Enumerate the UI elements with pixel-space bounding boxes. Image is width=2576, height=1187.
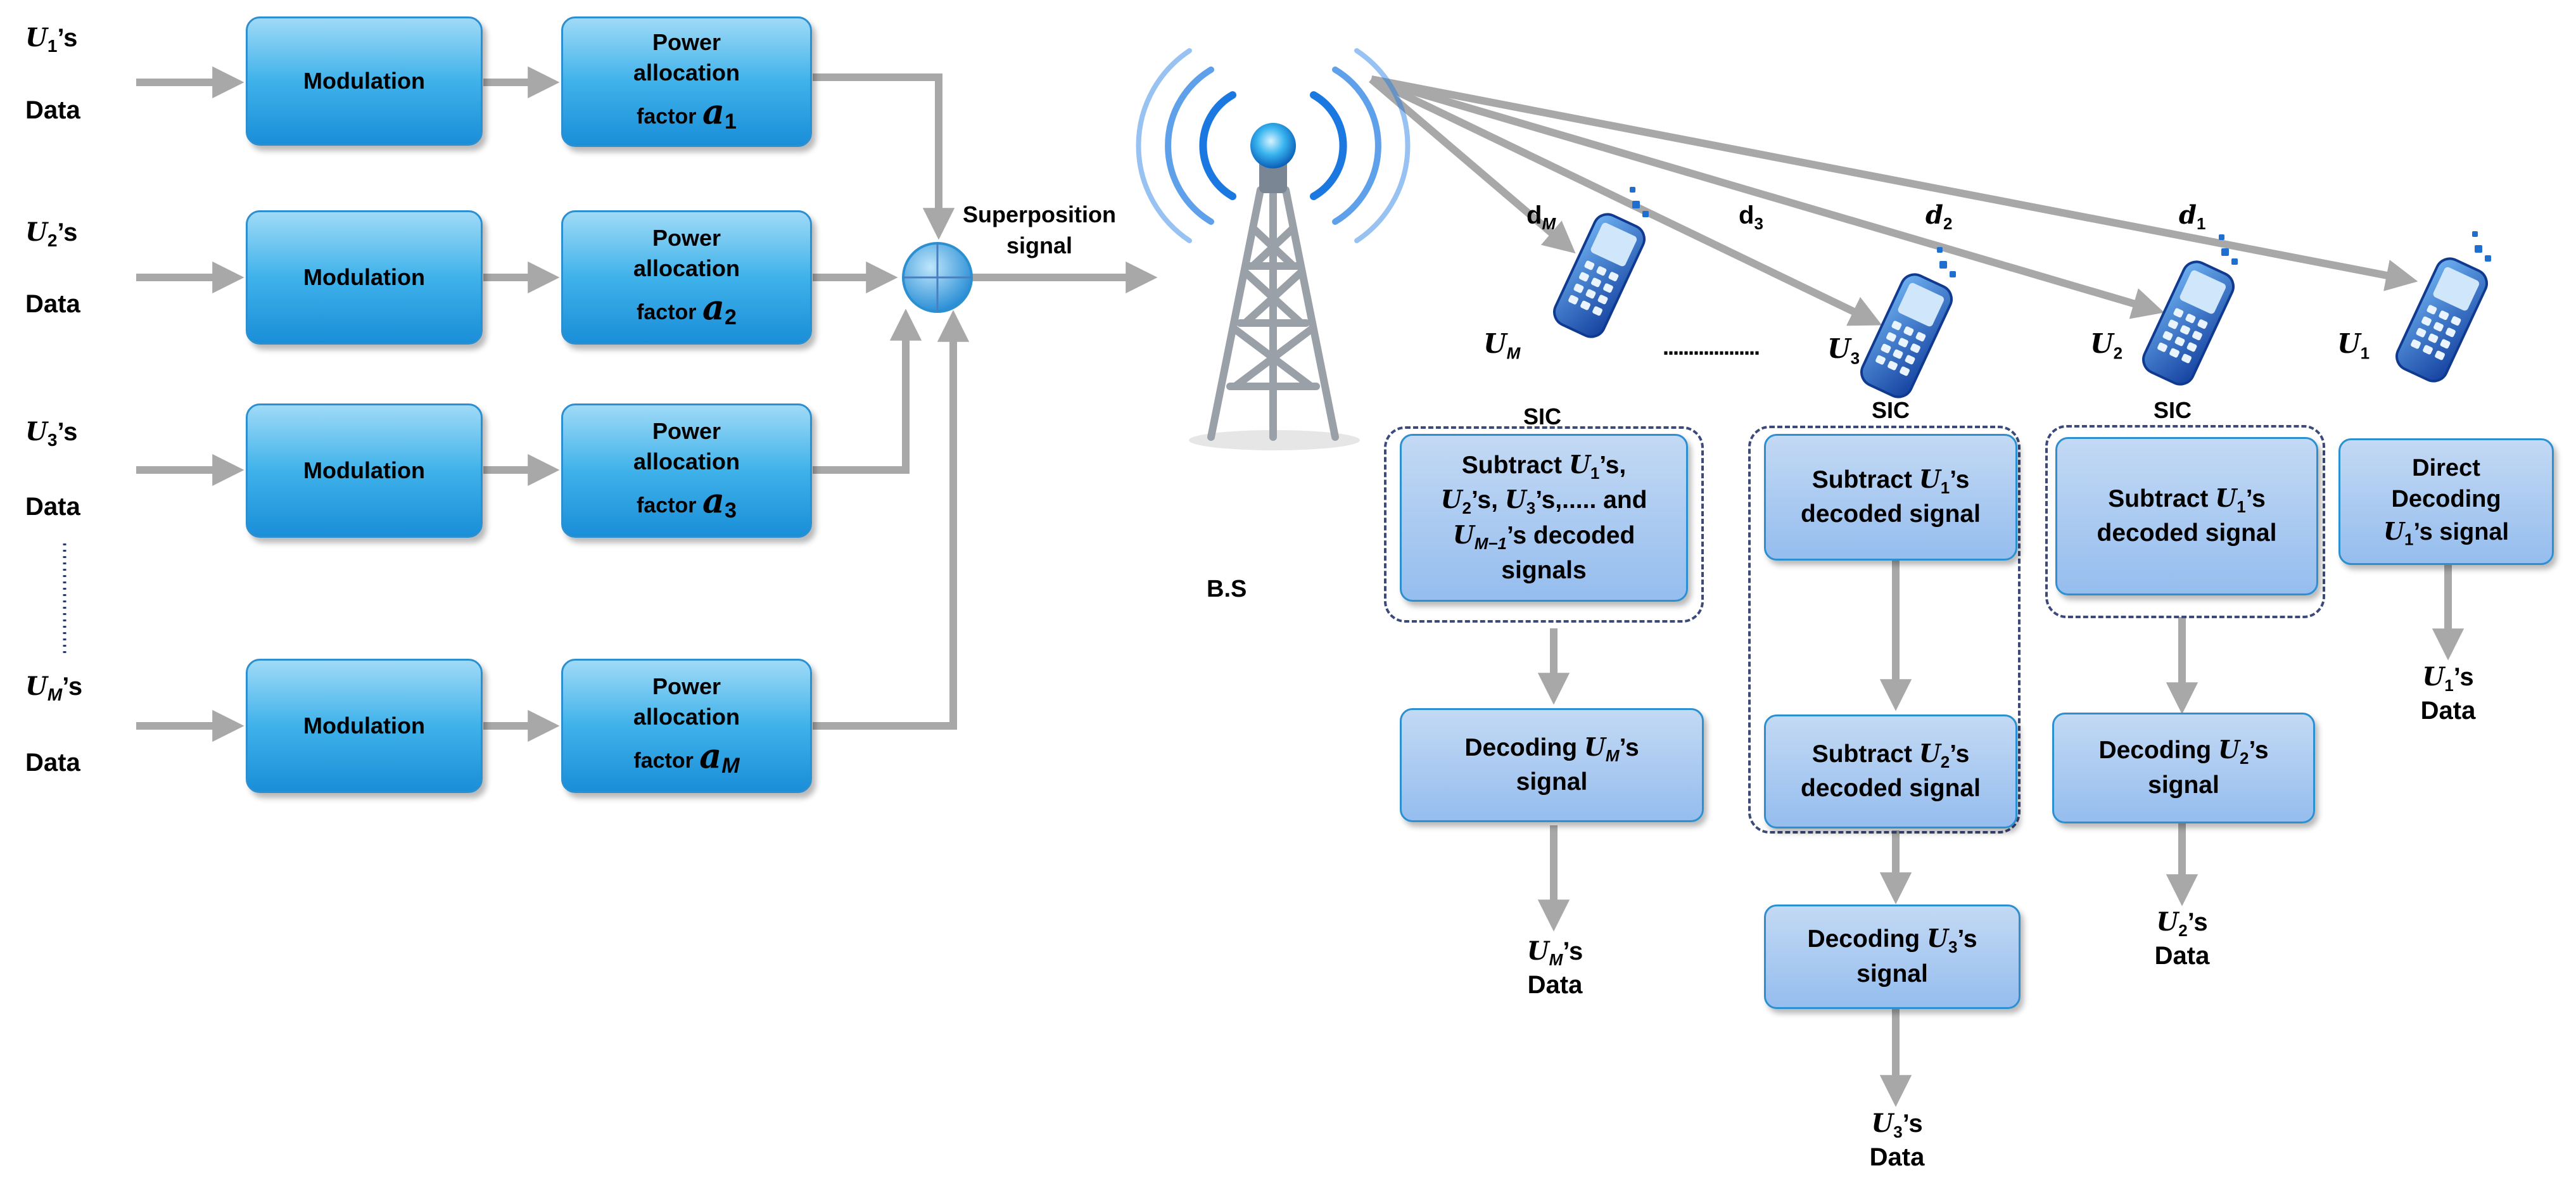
sic-group-u2: [2045, 425, 2325, 618]
bs-to-u2: [1370, 75, 2165, 319]
input-label-u2: U2’s: [25, 217, 78, 250]
input-data-u2: Data: [25, 290, 80, 318]
sic-label-um: SIC: [1523, 403, 1562, 429]
power-to-sum-m: [813, 310, 970, 730]
input-data-um: Data: [25, 749, 80, 777]
user-label-u1: U1: [2337, 328, 2370, 363]
u2-subtract-u1-block: Subtract U1’s decoded signal: [2055, 437, 2318, 595]
base-station-label: B.S: [1207, 576, 1247, 602]
superposition-adder: [902, 242, 973, 313]
modulation-block-1: Modulation: [246, 16, 483, 146]
distance-label-d3: d3: [1739, 201, 1763, 233]
sic-label-u2: SIC: [2154, 397, 2192, 423]
distance-label-d2: d2: [1926, 200, 1953, 233]
modulation-block-3: Modulation: [246, 403, 483, 538]
phone-icon-u1: [2395, 231, 2491, 383]
um-subtract-block: Subtract U1’s, U2’s, U3’s,..... and UM−1…: [1400, 434, 1688, 602]
bs-to-um: [1369, 76, 1576, 254]
user-label-u3: U3: [1827, 333, 1860, 368]
u2-decoding-block: Decoding U2’s signal: [2052, 713, 2315, 823]
base-station-tower-icon: [1136, 48, 1411, 450]
sic-group-u3: [1748, 426, 2021, 834]
input-label-u1: U1’s: [25, 23, 78, 56]
u1-direct-decoding-block: Direct Decoding U1’s signal: [2338, 438, 2554, 565]
superposition-label: Superposition signal: [963, 201, 1116, 258]
user-label-u2: U2: [2090, 328, 2123, 363]
bs-to-u3: [1369, 75, 1882, 326]
distance-label-d1: d1: [2179, 200, 2206, 233]
sic-group-um: [1384, 426, 1704, 623]
u3-subtract-u2-block: Subtract U2’s decoded signal: [1764, 714, 2017, 828]
phone-icon-u3: [1860, 247, 1956, 398]
um-decoding-block: Decoding UM’s signal: [1400, 708, 1704, 822]
user-label-um: UM: [1483, 328, 1521, 363]
input-data-u3: Data: [25, 493, 80, 521]
u2-output-data: U2’s Data: [2154, 907, 2210, 970]
input-data-u1: Data: [25, 96, 80, 124]
phone-icon-um: [1553, 187, 1649, 338]
modulation-block-2: Modulation: [246, 210, 483, 345]
um-output-data: UM’s Data: [1526, 936, 1583, 1000]
input-label-u3: U3’s: [25, 417, 78, 450]
users-ellipsis: ...................: [1663, 334, 1760, 360]
u3-output-data: U3’s Data: [1869, 1108, 1925, 1172]
input-label-um: UM’s: [25, 671, 83, 704]
sic-label-u3: SIC: [1872, 397, 1910, 423]
power-to-sum-3: [813, 308, 922, 474]
u3-subtract-u1-block: Subtract U1’s decoded signal: [1764, 434, 2017, 561]
bs-to-u1: [1370, 75, 2418, 291]
u1-output-data: U1’s Data: [2420, 662, 2476, 725]
modulation-block-m: Modulation: [246, 659, 483, 793]
u3-decoding-block: Decoding U3’s signal: [1764, 905, 2021, 1009]
distance-label-dm: dM: [1526, 201, 1556, 233]
phone-icon-u2: [2142, 234, 2238, 386]
power-to-sum-1: [813, 73, 955, 240]
